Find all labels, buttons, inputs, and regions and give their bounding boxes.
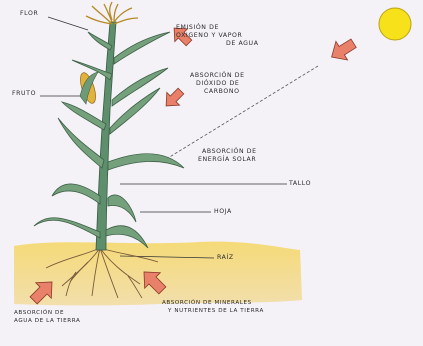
label-emision-line1: EMISIÓN DE: [176, 24, 219, 32]
label-co2-line1: ABSORCIÓN DE: [190, 72, 245, 80]
label-flor: FLOR: [20, 10, 38, 18]
label-agua-line2: AGUA DE LA TIERRA: [14, 318, 80, 325]
pointer-flor: [48, 17, 88, 30]
leaf: [114, 32, 170, 64]
sun-icon: [379, 8, 411, 40]
tassel-flower: [86, 2, 138, 24]
label-co2-line2: DIÓXIDO DE: [196, 80, 239, 88]
leaf: [52, 184, 100, 204]
arrow-icon: [160, 85, 188, 113]
arrow-icon: [326, 34, 360, 66]
label-hoja: HOJA: [214, 208, 232, 216]
leaf: [112, 68, 168, 106]
label-raiz: RAÍZ: [217, 254, 234, 262]
label-fruto: FRUTO: [12, 90, 36, 98]
label-minerales-line2: Y NUTRIENTES DE LA TIERRA: [168, 308, 264, 315]
stem: [96, 22, 116, 250]
label-emision-line2: OXIGENO Y VAPOR: [176, 32, 242, 40]
leaf: [108, 154, 184, 170]
leaf: [34, 218, 100, 238]
label-emision-line3: DE AGUA: [226, 40, 259, 48]
label-tallo: TALLO: [289, 180, 311, 188]
leaf: [108, 195, 136, 222]
label-solar-line2: ENERGÍA SOLAR: [198, 156, 256, 164]
label-agua-line1: ABSORCIÓN DE: [14, 310, 64, 317]
label-solar-line1: ABSORCIÓN DE: [202, 148, 257, 156]
leaf: [62, 102, 106, 130]
label-co2-line3: CARBONO: [204, 88, 240, 96]
label-minerales-line1: ABSORCIÓN DE MINERALES: [162, 300, 252, 307]
corn-ear: [77, 71, 98, 105]
